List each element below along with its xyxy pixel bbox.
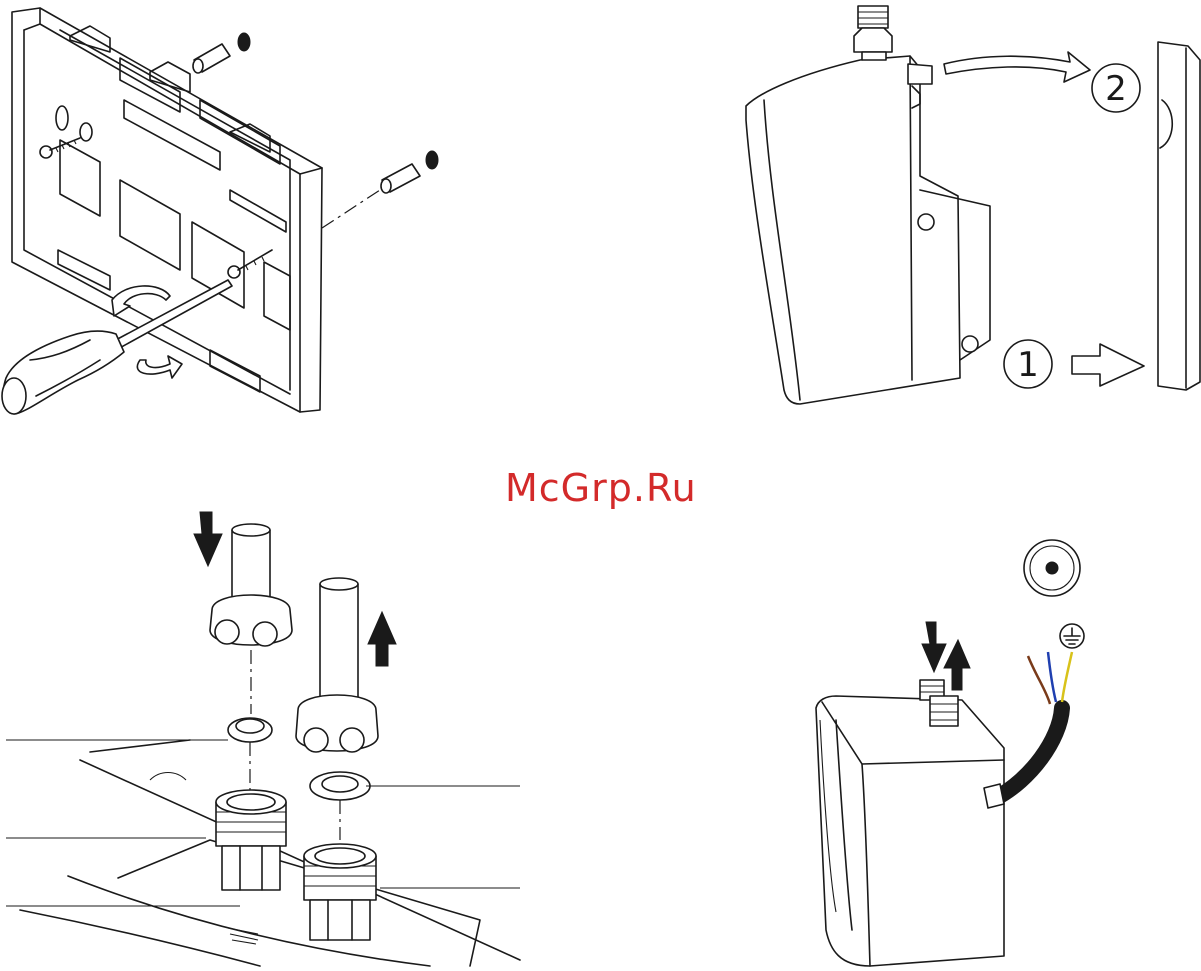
wall-plug-side: [381, 151, 438, 193]
wall-bracket-side: [1158, 42, 1200, 390]
ground-symbol-icon: [1060, 624, 1084, 648]
fitting-left: [216, 790, 286, 890]
cold-water-pipe: [210, 524, 292, 646]
wire-blue: [1048, 652, 1056, 702]
water-heater-front: [816, 696, 1004, 966]
step-2-marker: 2: [1092, 64, 1140, 112]
panel-pipe-connections: [6, 512, 520, 966]
panel-unit-hooking: 2 1: [746, 6, 1200, 404]
fitting-right: [304, 844, 376, 940]
watermark: McGrp.Ru: [505, 466, 697, 510]
wall-plug-top: [193, 33, 250, 73]
arrow-down-icon: [194, 512, 222, 566]
step-1-marker: 1: [1004, 340, 1052, 388]
water-heater-side: [746, 56, 990, 404]
step-1-label: 1: [1017, 345, 1039, 385]
gasket-right: [310, 772, 370, 800]
cable-wires: [1028, 652, 1072, 704]
outlet-icon: [1024, 540, 1080, 596]
pipe-connector-top: [854, 6, 892, 60]
alignment-line: [322, 190, 380, 228]
wire-brown: [1028, 656, 1050, 704]
arrow-up-icon: [368, 612, 396, 666]
hot-water-pipe: [296, 578, 378, 752]
arrow-to-bracket: [1072, 344, 1144, 386]
panel-electrical: [816, 540, 1084, 966]
step-2-label: 2: [1105, 69, 1127, 109]
panel-bracket-mounting: [2, 8, 438, 414]
gasket-left: [228, 718, 272, 742]
arrow-to-step-2: [944, 52, 1090, 82]
wire-yellow-green: [1062, 652, 1072, 702]
